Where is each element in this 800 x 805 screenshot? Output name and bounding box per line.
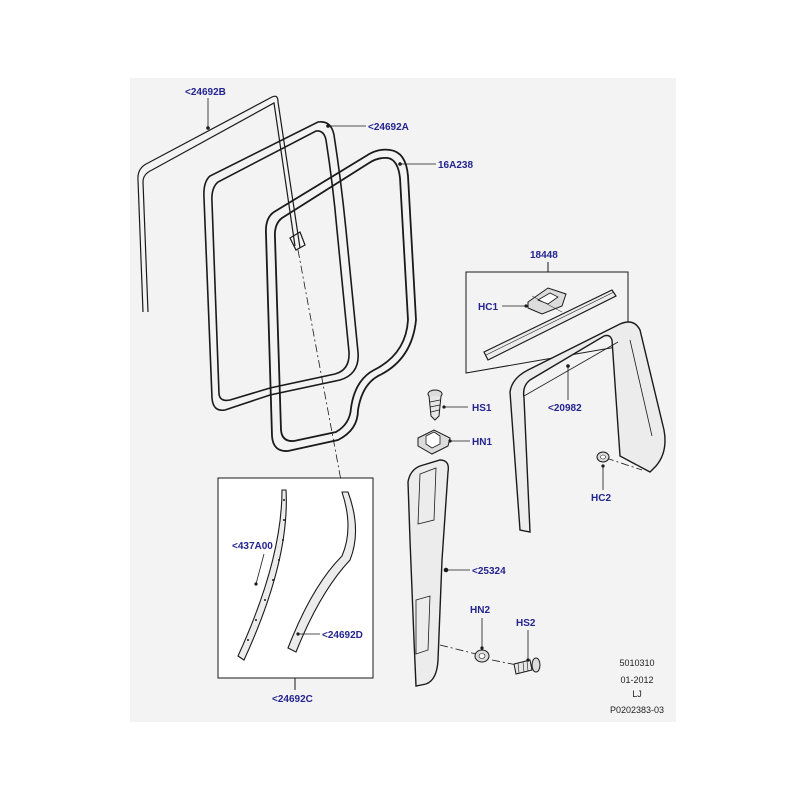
leader-dots (206, 124, 570, 368)
label-hn2: HN2 (470, 605, 490, 616)
guide-lines (297, 249, 643, 667)
nut-hn2 (474, 618, 490, 663)
seal-24692b (137, 95, 301, 313)
label-20982: <20982 (548, 403, 582, 414)
reference-drawing-id: P0202383-03 (610, 705, 664, 715)
kit-18448 (465, 262, 629, 374)
label-hs1: HS1 (472, 403, 492, 414)
nut-hn1 (417, 429, 470, 455)
reference-code: 5010310 (619, 658, 654, 668)
label-hc1: HC1 (478, 302, 498, 313)
screw-hs2 (513, 630, 541, 675)
detail-box-24692c (217, 477, 374, 690)
clip-hc1 (527, 287, 567, 315)
screw-hs1 (427, 389, 468, 421)
clip-hc2 (596, 451, 610, 490)
label-24692b: <24692B (185, 87, 226, 98)
label-25324: <25324 (472, 566, 506, 577)
label-hs2: HS2 (516, 618, 536, 629)
label-24692d: <24692D (322, 630, 363, 641)
label-18448: 18448 (530, 250, 558, 261)
strip-437a00 (237, 489, 287, 661)
reference-date: 01-2012 (620, 675, 653, 685)
label-24692a: <24692A (368, 122, 409, 133)
seal-24692a (203, 120, 359, 412)
label-16a238: 16A238 (438, 160, 473, 171)
reference-initials: LJ (632, 689, 642, 699)
finisher-25324 (407, 459, 470, 687)
label-hc2: HC2 (591, 493, 611, 504)
label-24692c: <24692C (272, 694, 313, 705)
leader-lines (207, 98, 569, 400)
seal-16a238 (265, 148, 417, 452)
channel-20982 (509, 321, 666, 533)
label-hn1: HN1 (472, 437, 492, 448)
label-437a00: <437A00 (232, 541, 273, 552)
strip-24692d (287, 491, 357, 653)
